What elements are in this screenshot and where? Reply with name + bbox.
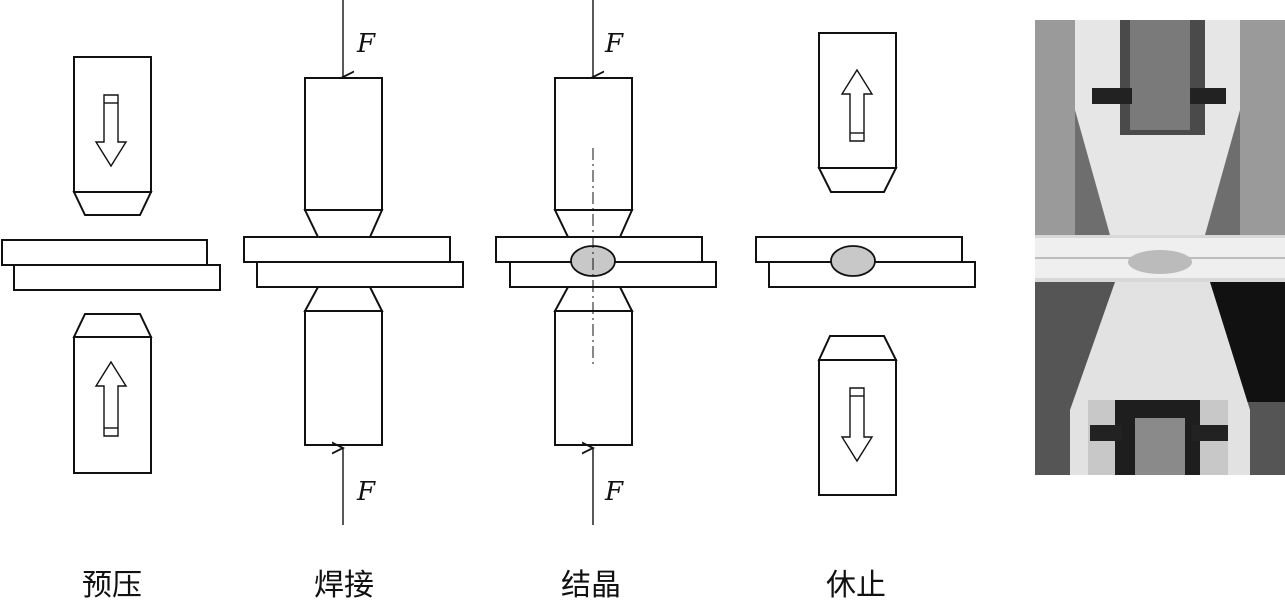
upper-electrode (72, 56, 153, 216)
stage-label-prepress: 预压 (82, 568, 142, 603)
force-label-bottom: F (604, 477, 624, 507)
weld-nugget (830, 245, 876, 277)
up-arrow-icon (840, 68, 874, 142)
stage-label-crystallization: 结晶 (561, 568, 621, 603)
force-label-bottom: F (356, 477, 376, 507)
stage-crystallization: F F (495, 0, 717, 525)
workpiece-sheets (243, 236, 464, 288)
workpiece-sheets (1, 239, 221, 291)
up-arrow-icon (94, 360, 128, 437)
lower-electrode (817, 335, 898, 496)
stage-prepress (1, 56, 221, 474)
upper-electrode (817, 32, 898, 193)
stage-welding: F F (243, 0, 464, 525)
stage-release (755, 32, 976, 496)
force-label-top: F (604, 29, 624, 59)
stage-label-release: 休止 (826, 568, 886, 603)
force-label-top: F (356, 29, 376, 59)
lower-electrode (303, 286, 384, 446)
stage-label-welding: 焊接 (314, 568, 374, 603)
lower-electrode (72, 313, 153, 474)
upper-electrode (303, 77, 384, 238)
welding-photo (1035, 20, 1285, 475)
